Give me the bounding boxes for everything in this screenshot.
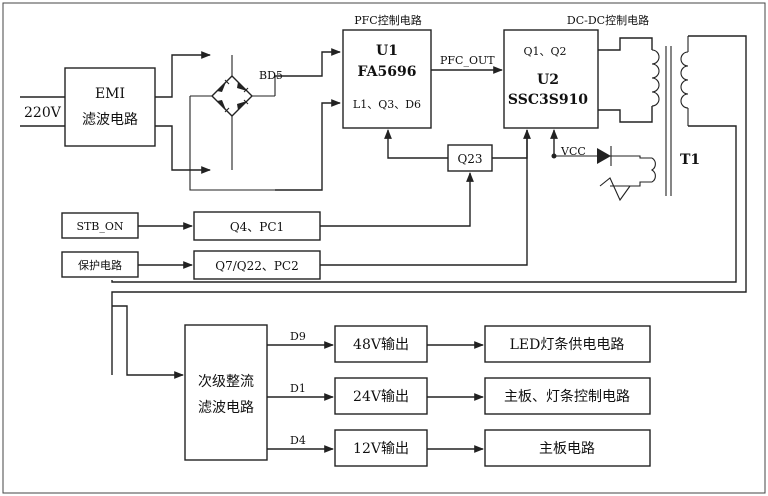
dcdc-section-title: DC-DC控制电路 (567, 13, 649, 27)
transformer-label: T1 (680, 152, 700, 168)
u2-chip: SSC3S910 (508, 92, 588, 108)
secondary-line1: 次级整流 (198, 374, 254, 390)
output-48v-diode: D9 (290, 330, 306, 343)
emi-to-bridge-wires (155, 51, 211, 174)
pfc-controller-u1: U1 FA5696 L1、Q3、D6 (342, 29, 432, 129)
dcdc-controller-u2: Q1、Q2 U2 SSC3S910 (503, 29, 599, 129)
output-12v: D4 12V输出 主板电路 (267, 429, 651, 467)
pfc-out-label: PFC_OUT (440, 54, 495, 67)
bridge-to-pfc-wires (275, 48, 341, 191)
secondary-line2: 滤波电路 (198, 400, 254, 416)
output-24v-load: 主板、灯条控制电路 (504, 388, 630, 405)
vcc-label: VCC (560, 145, 586, 158)
emi-filter-block: EMI 滤波电路 (64, 67, 156, 147)
output-24v: D1 24V输出 主板、灯条控制电路 (267, 377, 651, 415)
output-12v-diode: D4 (290, 434, 306, 447)
output-24v-voltage: 24V输出 (353, 389, 409, 405)
transformer-t1: T1 (650, 36, 700, 196)
u2-parts: Q1、Q2 (523, 45, 566, 58)
stb-switch-label: Q4、PC1 (230, 220, 284, 234)
protect-switch-label: Q7/Q22、PC2 (215, 259, 299, 273)
protect-label: 保护电路 (78, 258, 122, 272)
secondary-rectifier-block: 次级整流 滤波电路 (184, 324, 268, 461)
dcdc-to-transformer-wires (598, 37, 653, 123)
output-12v-load: 主板电路 (539, 441, 595, 457)
vcc-node (551, 153, 557, 159)
stb-on-path: STB_ON Q4、PC1 (61, 172, 474, 241)
output-48v: D9 48V输出 LED灯条供电电路 (267, 325, 651, 363)
output-48v-voltage: 48V输出 (353, 337, 409, 353)
protection-path: 保护电路 Q7/Q22、PC2 (61, 130, 528, 280)
q23-block: Q23 (384, 129, 531, 172)
u1-chip: FA5696 (358, 64, 417, 80)
u2-id: U2 (537, 72, 559, 88)
q23-label: Q23 (457, 152, 482, 166)
u1-parts: L1、Q3、D6 (353, 98, 421, 111)
u1-id: U1 (376, 43, 398, 59)
stb-on-label: STB_ON (76, 220, 123, 233)
vcc-supply: VCC (550, 129, 652, 202)
pfc-section-title: PFC控制电路 (354, 13, 421, 27)
pfc-out-wire: PFC_OUT (431, 54, 503, 74)
output-12v-voltage: 12V输出 (353, 441, 409, 457)
output-24v-diode: D1 (290, 382, 306, 395)
secondary-routing-wire (111, 35, 747, 379)
emi-filter-label: 滤波电路 (82, 112, 138, 128)
output-48v-load: LED灯条供电电路 (510, 336, 625, 353)
ac-input: 220V (20, 96, 65, 127)
emi-label: EMI (95, 86, 125, 102)
input-voltage-label: 220V (24, 105, 62, 121)
bridge-label: BD5 (259, 69, 283, 82)
bridge-rectifier-bd5: BD5 (189, 55, 283, 191)
